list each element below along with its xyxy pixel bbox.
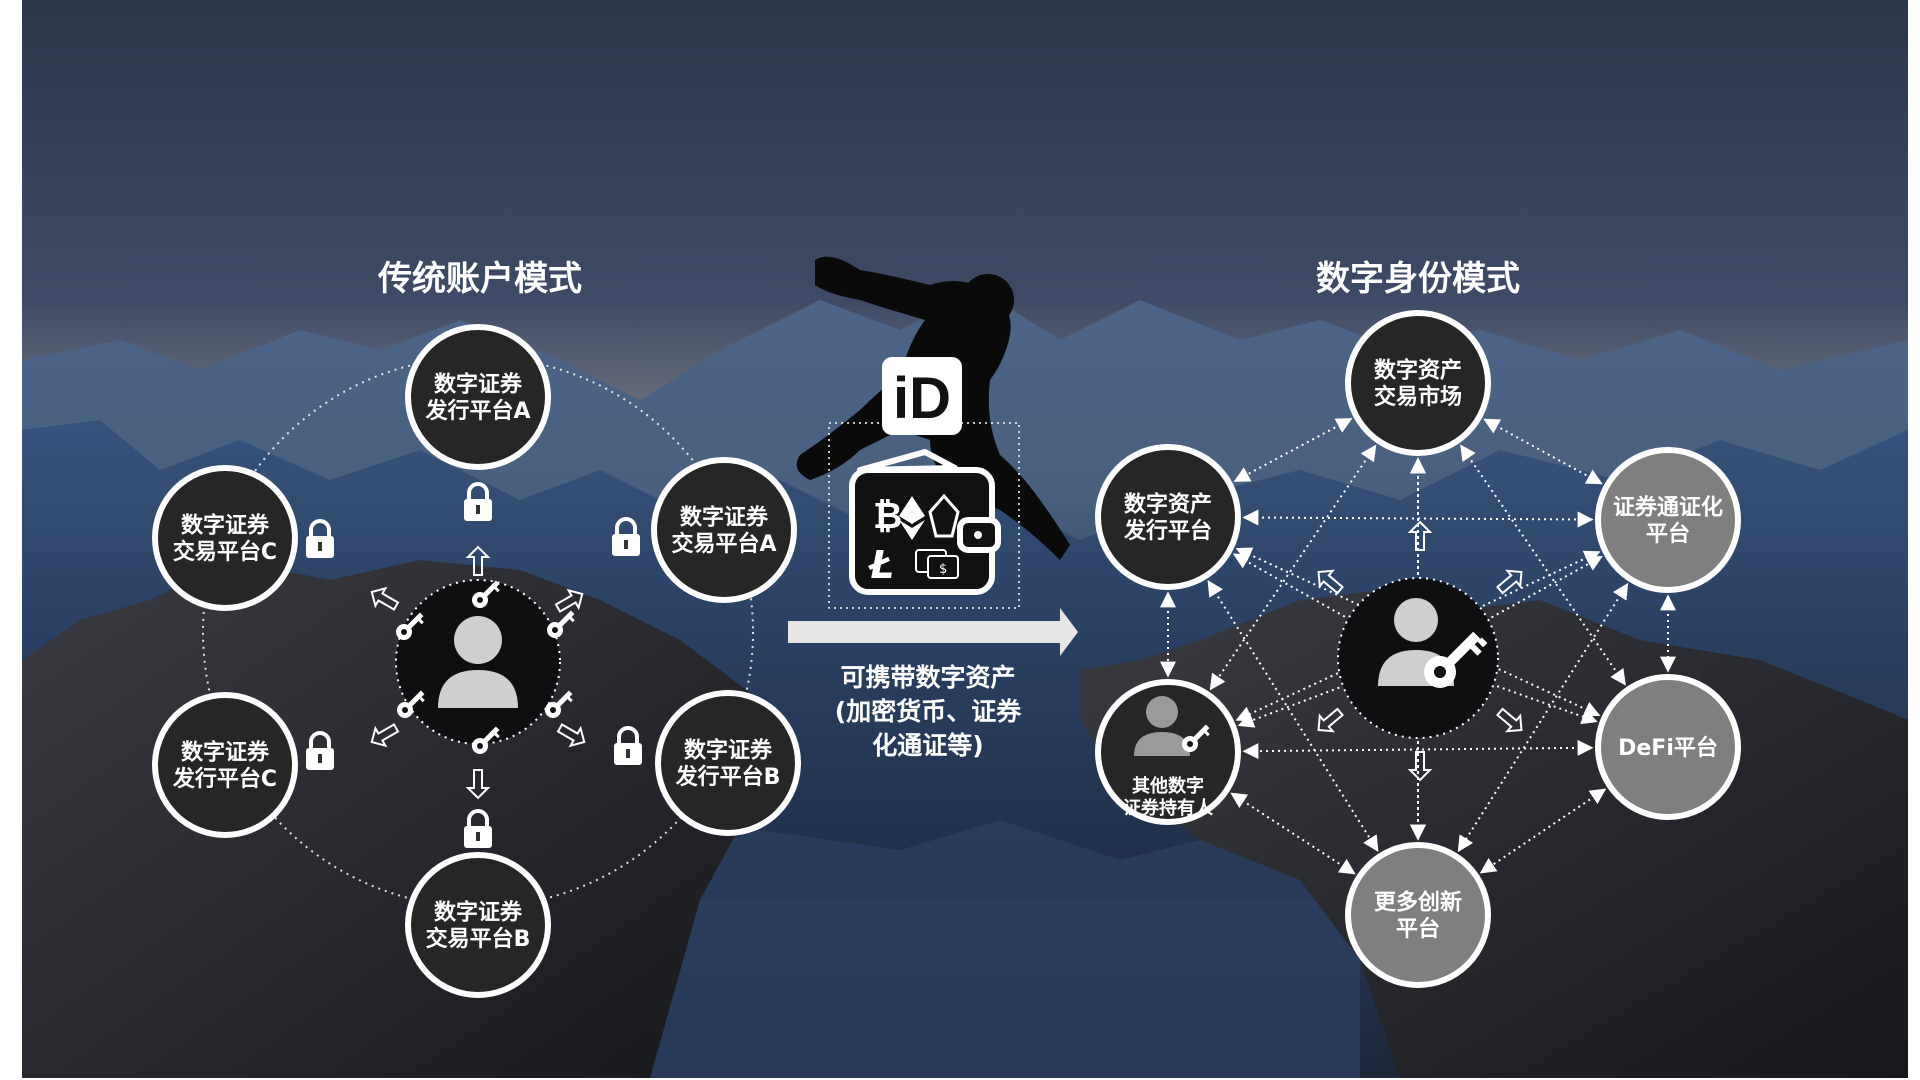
hollow-arrow-icon bbox=[465, 769, 491, 800]
eos-icon bbox=[928, 493, 960, 538]
left-center-user bbox=[395, 579, 561, 745]
link-line bbox=[1209, 444, 1377, 691]
ethereum-icon bbox=[899, 496, 925, 540]
id-badge-text: iD bbox=[893, 366, 951, 431]
key-icon bbox=[1424, 631, 1488, 688]
link-line bbox=[1479, 788, 1607, 874]
left-title: 传统账户模式 bbox=[377, 259, 582, 299]
node-exchange-a-label-2: 交易平台A bbox=[671, 531, 776, 557]
key-icon bbox=[545, 690, 573, 718]
lock-icon bbox=[464, 482, 492, 521]
node-asset-market-label-2: 交易市场 bbox=[1374, 384, 1462, 410]
hollow-arrow-icon bbox=[1496, 569, 1523, 595]
node-asset-issuer-label-2: 发行平台 bbox=[1123, 518, 1212, 544]
hollow-arrow-icon bbox=[554, 588, 584, 613]
bitcoin-icon: ₿ bbox=[873, 496, 902, 537]
caption-line-1: 可携带数字资产 bbox=[840, 663, 1015, 692]
caption-line-3: 化通证等) bbox=[872, 731, 983, 760]
wallet-dotted-frame bbox=[828, 422, 1020, 609]
key-icon bbox=[472, 580, 500, 608]
node-asset-market-label-1: 数字资产 bbox=[1374, 358, 1462, 384]
node-exchange-b-label-1: 数字证券 bbox=[434, 900, 523, 926]
person-icon bbox=[438, 616, 518, 708]
hollow-arrow-icon bbox=[370, 586, 400, 611]
key-icon bbox=[1182, 724, 1210, 752]
hollow-arrow-icon bbox=[556, 723, 586, 748]
portable-assets-caption: 可携带数字资产 (加密货币、证券 化通证等) bbox=[835, 663, 1022, 760]
node-defi: DeFi平台 bbox=[1595, 674, 1741, 820]
left-cliff-rock bbox=[22, 560, 760, 1078]
caption-line-2: (加密货币、证券 bbox=[835, 697, 1022, 726]
lock-icon bbox=[614, 726, 642, 765]
node-exchange-b-label-2: 交易平台B bbox=[426, 926, 531, 952]
node-tokenization-label-1: 证券通证化 bbox=[1613, 495, 1723, 521]
node-issuer-c-label-1: 数字证券 bbox=[181, 740, 270, 766]
svg-text:$: $ bbox=[939, 562, 947, 577]
person-icon bbox=[1134, 696, 1190, 756]
lock-icon bbox=[464, 809, 492, 848]
key-icon bbox=[397, 690, 425, 718]
left-spoke-decor bbox=[306, 482, 642, 848]
key-icon bbox=[396, 612, 424, 640]
card-icon: $ bbox=[915, 549, 959, 579]
lock-icon bbox=[306, 519, 334, 558]
node-issuer-c-label-2: 发行平台C bbox=[172, 766, 277, 792]
node-issuer-b-label-1: 数字证券 bbox=[684, 738, 773, 764]
link-line bbox=[1230, 792, 1356, 875]
right-title: 数字身份模式 bbox=[1316, 259, 1520, 299]
hollow-arrow-icon bbox=[370, 723, 400, 748]
lock-icon bbox=[612, 517, 640, 556]
node-asset-issuer-label-1: 数字资产 bbox=[1124, 492, 1212, 518]
hollow-arrow-icon bbox=[1407, 751, 1433, 782]
node-issuer-a-label-2: 发行平台A bbox=[424, 398, 530, 424]
wallet-icon: ₿ Ł $ bbox=[849, 449, 1001, 595]
node-issuer-b-label-2: 发行平台B bbox=[675, 764, 781, 790]
hollow-arrow-icon bbox=[1317, 569, 1344, 595]
right-spoke-arrows bbox=[1317, 520, 1523, 782]
hollow-arrow-icon bbox=[1407, 520, 1433, 551]
hollow-arrow-icon bbox=[1496, 707, 1523, 733]
node-exchange-c-label-2: 交易平台C bbox=[173, 539, 277, 565]
arrow-right-icon bbox=[788, 608, 1078, 656]
background-valley bbox=[640, 820, 1360, 1078]
node-exchange-a-label-1: 数字证券 bbox=[680, 505, 769, 531]
id-badge: iD bbox=[882, 357, 962, 435]
hollow-arrow-icon bbox=[465, 545, 491, 576]
key-icon bbox=[472, 726, 500, 754]
hollow-arrow-icon bbox=[1317, 707, 1344, 733]
node-defi-label-1: DeFi平台 bbox=[1618, 735, 1718, 761]
node-innovation-label-1: 更多创新 bbox=[1374, 890, 1462, 916]
litecoin-icon: Ł bbox=[868, 543, 894, 587]
node-holders-label-2: 证券持有人 bbox=[1123, 797, 1214, 819]
right-center-user bbox=[1337, 577, 1499, 739]
node-issuer-a-label-1: 数字证券 bbox=[434, 372, 523, 398]
node-exchange-c-label-1: 数字证券 bbox=[181, 513, 270, 539]
lock-icon bbox=[306, 731, 334, 770]
node-innovation-label-2: 平台 bbox=[1396, 916, 1440, 942]
key-icon bbox=[547, 610, 575, 638]
node-tokenization-label-2: 平台 bbox=[1646, 521, 1690, 547]
node-holders-label-1: 其他数字 bbox=[1132, 775, 1204, 797]
